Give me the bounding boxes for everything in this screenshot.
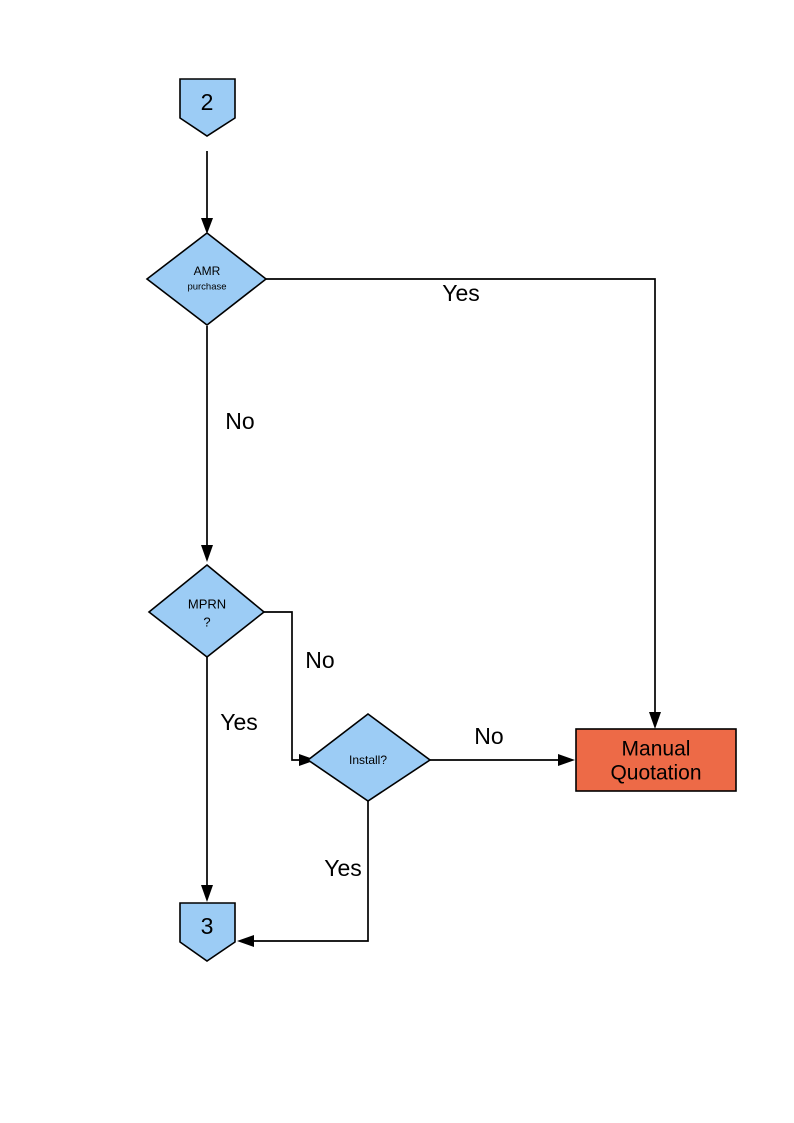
process-label-line1: Manual [622,738,691,761]
edge-label-install-yes: Yes [324,855,362,881]
edge-amr-no [201,326,213,562]
edge-line [264,611,307,761]
edge-label-amr-no: No [225,408,254,434]
node-connector-out[interactable]: 3 [179,902,236,962]
edge-install-yes [237,800,369,947]
arrow-head-icon [558,754,575,766]
edge-start-to-amr [201,151,213,234]
edge-label-amr-yes: Yes [442,280,480,306]
arrow-head-icon [201,218,213,234]
edge-mprn-no [264,611,316,766]
edge-label-mprn-no: No [305,647,334,673]
arrow-head-icon [649,712,661,729]
edge-label-mprn-yes: Yes [220,709,258,735]
decision-mprn-label-line1: MPRN [188,596,226,611]
arrow-head-icon [201,545,213,562]
connector-out-label: 3 [201,913,214,939]
node-decision-install[interactable]: Install? [306,712,432,802]
node-connector-in[interactable]: 2 [179,78,236,137]
edge-install-no [430,754,575,766]
node-process-manual-quotation[interactable]: Manual Quotation [575,728,737,792]
decision-install-label: Install? [349,753,387,767]
decision-shape[interactable] [306,712,432,802]
edge-line [266,278,656,717]
edge-label-install-no: No [474,723,503,749]
decision-shape[interactable] [145,231,268,327]
arrow-head-icon [201,885,213,902]
arrow-head-icon [237,935,254,947]
connector-shape[interactable] [179,78,236,137]
process-label-line2: Quotation [610,762,701,785]
edge-amr-yes [266,278,661,729]
process-shape[interactable] [575,728,737,792]
connector-shape[interactable] [179,902,236,962]
decision-shape[interactable] [147,563,266,659]
decision-mprn-label-line2: ? [203,614,210,629]
node-decision-mprn[interactable]: MPRN ? [147,563,266,659]
decision-amr-label-line1: AMR [194,264,221,278]
connector-in-label: 2 [201,89,214,115]
edge-line [248,800,369,942]
node-decision-amr[interactable]: AMR purchase [145,231,268,327]
decision-amr-label-line2: purchase [187,282,226,293]
edge-mprn-yes [201,657,213,902]
